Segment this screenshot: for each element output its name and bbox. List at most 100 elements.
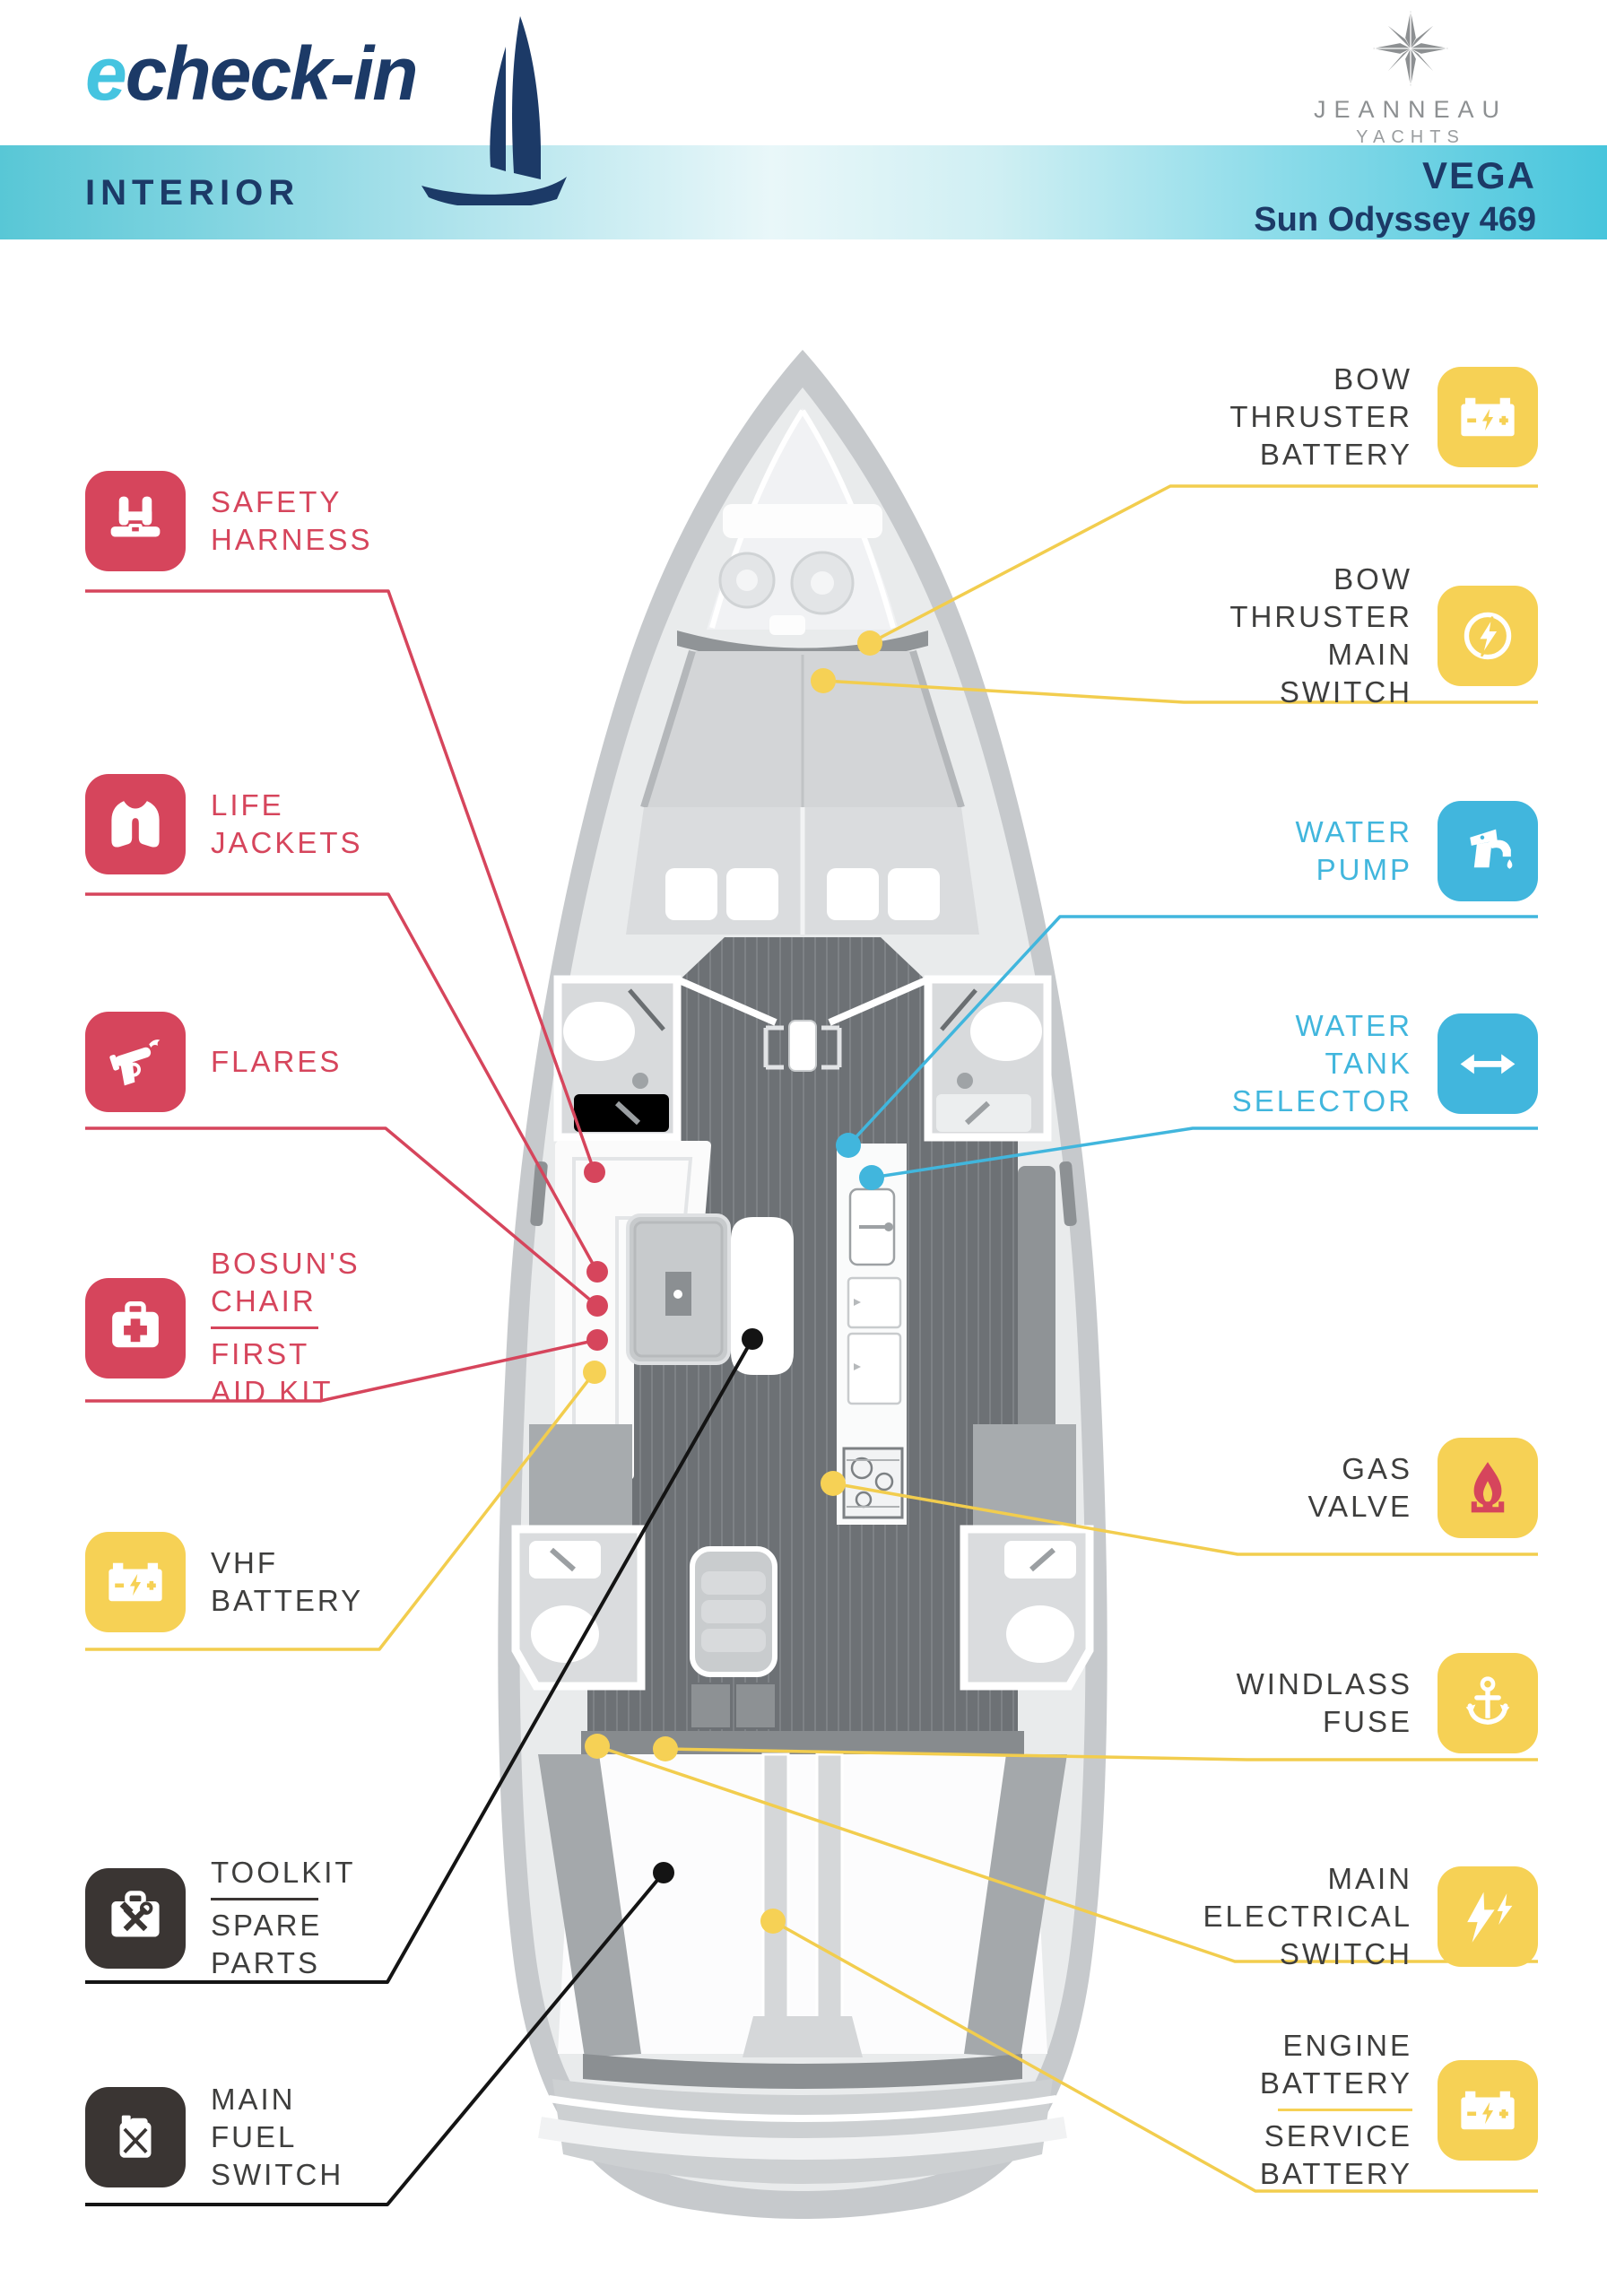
marker-toolkit <box>742 1328 763 1350</box>
aft-head-port <box>511 1525 646 1691</box>
label-separator <box>211 1898 318 1900</box>
leader-vhf-battery <box>85 1370 596 1651</box>
transom-platform <box>552 2079 1053 2184</box>
leader-engine-service-battery <box>772 1919 1538 2193</box>
annotation-label: MAIN <box>1327 638 1412 671</box>
marker-main-fuel <box>653 1862 674 1883</box>
leader-life-jackets <box>85 892 599 1273</box>
annotation-label: WATER <box>1295 1009 1412 1042</box>
forward-head-port <box>553 975 682 1142</box>
annotation-label: AID KIT <box>211 1375 334 1408</box>
annotation-label: SAFETY <box>211 485 343 518</box>
annotation-engine-service-battery: ENGINE BATTERY SERVICE BATTERY <box>1260 2027 1538 2193</box>
annotation-label: CHAIR <box>211 1284 317 1318</box>
annotation-label: BATTERY <box>1259 438 1412 471</box>
annotation-label: VHF <box>211 1546 278 1579</box>
marker-life-jackets <box>586 1261 608 1283</box>
marker-safety-harness <box>584 1161 605 1183</box>
label-separator <box>211 1326 318 1329</box>
model-name: VEGA <box>1421 154 1536 196</box>
annotation-label: FUSE <box>1322 1705 1412 1738</box>
annotation-bow-thruster-battery: BOW THRUSTER BATTERY <box>1229 361 1538 474</box>
leader-gas-valve <box>832 1482 1538 1556</box>
annotation-label: MAIN <box>1327 1862 1412 1895</box>
battery-icon <box>1438 2059 1538 2161</box>
marker-flares <box>586 1295 608 1317</box>
leader-flares <box>85 1126 599 1308</box>
double-lightning-icon <box>1438 1866 1538 1967</box>
leader-bow-thruster-battery <box>869 484 1538 645</box>
annotation-windlass-fuse: WINDLASS FUSE <box>1237 1653 1538 1753</box>
leader-main-fuel-switch <box>85 1871 665 2206</box>
model-block: VEGA Sun Odyssey 469 <box>1254 154 1536 239</box>
annotation-label: JACKETS <box>211 826 363 859</box>
marker-vhf-battery <box>583 1361 606 1384</box>
salon-chaise <box>731 1217 794 1375</box>
marker-water-tank-selector <box>859 1165 884 1190</box>
annotation-label: ELECTRICAL <box>1203 1900 1412 1933</box>
annotation-label: WATER <box>1295 815 1412 848</box>
leader-main-electrical-switch <box>596 1744 1538 1963</box>
annotation-label: SWITCH <box>1279 675 1412 709</box>
leader-toolkit <box>85 1338 754 1984</box>
annotation-water-pump: WATER PUMP <box>1296 801 1538 901</box>
toolkit-icon <box>85 1867 186 1969</box>
annotation-main-electrical-switch: MAIN ELECTRICAL SWITCH <box>1203 1860 1538 1973</box>
annotation-label: SERVICE <box>1264 2119 1412 2152</box>
annotation-label: ENGINE <box>1282 2029 1412 2062</box>
leader-bosuns-first-aid <box>85 1338 598 1403</box>
annotation-label: TANK <box>1325 1047 1412 1080</box>
battery-icon <box>85 1532 186 1632</box>
annotation-label: BOW <box>1333 362 1412 396</box>
fuel-can-icon <box>85 2087 186 2187</box>
annotation-label: GAS <box>1342 1452 1412 1485</box>
annotation-label: VALVE <box>1307 1490 1412 1523</box>
annotation-safety-harness: SAFETY HARNESS <box>85 471 373 571</box>
annotation-label: HARNESS <box>211 523 373 556</box>
marker-windlass-fuse <box>653 1736 678 1761</box>
annotation-bow-thruster-main-switch: BOW THRUSTER MAIN SWITCH <box>1229 561 1538 711</box>
marker-engine-service-battery <box>760 1909 786 1934</box>
leader-water-pump <box>847 915 1538 1147</box>
header-band <box>0 145 1607 239</box>
model-sub-name: Sun Odyssey 469 <box>1254 201 1536 239</box>
bow-hatch <box>723 504 882 538</box>
annotation-main-fuel-switch: MAIN FUEL SWITCH <box>85 2081 343 2194</box>
marker-first-aid <box>586 1329 608 1351</box>
sailboat-logo-icon <box>421 16 567 205</box>
annotation-water-tank-selector: WATER TANK SELECTOR <box>1232 1007 1538 1120</box>
leader-bow-thruster-main-switch <box>822 679 1538 704</box>
location-markers <box>583 631 884 1934</box>
annotation-label: PARTS <box>211 1946 320 1979</box>
annotation-toolkit-spare-parts: TOOLKIT SPARE PARTS <box>85 1854 356 1982</box>
marker-bow-thruster-switch <box>811 668 836 693</box>
annotation-label: LIFE <box>211 788 284 822</box>
annotation-label: SWITCH <box>211 2158 344 2191</box>
annotation-life-jackets: LIFE JACKETS <box>85 774 363 874</box>
double-arrow-icon <box>1438 1013 1538 1114</box>
harness-icon <box>85 471 186 571</box>
mast-step <box>788 1020 817 1072</box>
annotation-bosuns-chair-first-aid: BOSUN'S CHAIR FIRST AID KIT <box>85 1245 360 1411</box>
marker-gas-valve <box>821 1471 846 1496</box>
annotation-label: SWITCH <box>1279 1937 1412 1970</box>
annotation-gas-valve: GAS VALVE <box>1307 1438 1538 1538</box>
annotation-label: BATTERY <box>211 1584 364 1617</box>
builder-sub: YACHTS <box>1356 127 1465 147</box>
first-aid-kit-icon <box>85 1277 186 1378</box>
battery-icon <box>1438 367 1538 467</box>
section-title: INTERIOR <box>85 173 300 213</box>
annotation-label: PUMP <box>1316 853 1412 886</box>
forward-head-starboard <box>924 975 1052 1142</box>
leader-water-tank-selector <box>871 1126 1538 1179</box>
life-jacket-icon <box>85 774 186 874</box>
nav-seat <box>690 1546 777 1677</box>
annotation-label: THRUSTER <box>1229 400 1412 433</box>
anchor-icon <box>1438 1653 1538 1753</box>
annotation-label: FUEL <box>211 2120 298 2153</box>
leader-safety-harness <box>85 589 596 1173</box>
annotation-label: BOW <box>1333 562 1412 596</box>
lightning-circle-icon <box>1438 586 1538 686</box>
cockpit-bench-starboard <box>964 1754 1067 2057</box>
logo-checkin: check-in <box>125 31 419 116</box>
